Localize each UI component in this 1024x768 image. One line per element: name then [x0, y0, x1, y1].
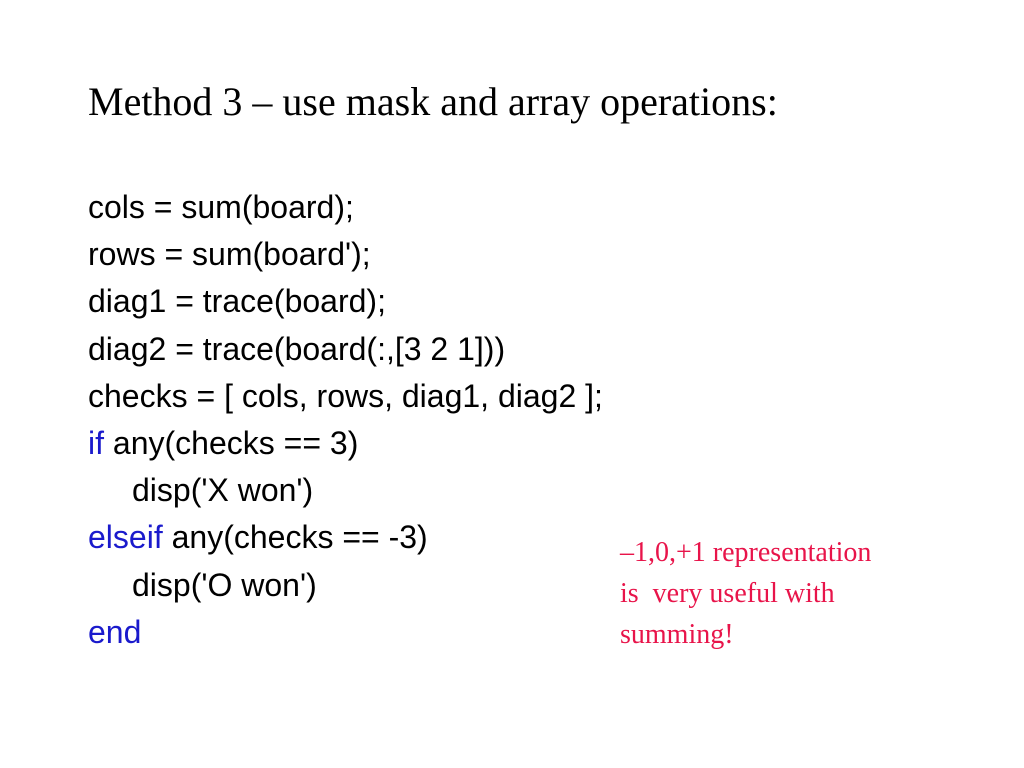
code-line-rows: rows = sum(board');: [88, 236, 371, 273]
keyword-if: if: [88, 424, 104, 461]
note-line-3: summing!: [620, 619, 734, 650]
code-line-end: end: [88, 609, 603, 656]
code-line-checks: checks = [ cols, rows, diag1, diag2 ];: [88, 377, 603, 414]
code-elseif-condition: any(checks == -3): [162, 519, 428, 556]
code-line-cols: cols = sum(board);: [88, 189, 354, 225]
note-line-2: is very useful with: [620, 578, 835, 609]
code-line-disp-x: disp('X won'): [132, 472, 314, 509]
code-line-disp-o: disp('O won'): [132, 566, 317, 603]
code-line-diag2: diag2 = trace(board(:,[3 2 1])): [88, 330, 506, 367]
code-line-diag1: diag1 = trace(board);: [88, 283, 386, 320]
code-line-if: if any(checks == 3): [88, 420, 603, 467]
code-block: cols = sum(board); rows = sum(board'); d…: [88, 184, 603, 656]
code-line-elseif: elseif any(checks == -3): [88, 514, 603, 561]
keyword-end: end: [88, 613, 142, 650]
slide-title: Method 3 – use mask and array operations…: [88, 79, 778, 124]
code-if-condition: any(checks == 3): [104, 424, 359, 461]
keyword-elseif: elseif: [88, 519, 163, 556]
annotation-note: –1,0,+1 representation is very useful wi…: [620, 532, 1000, 655]
note-line-1: –1,0,+1 representation: [620, 537, 872, 568]
